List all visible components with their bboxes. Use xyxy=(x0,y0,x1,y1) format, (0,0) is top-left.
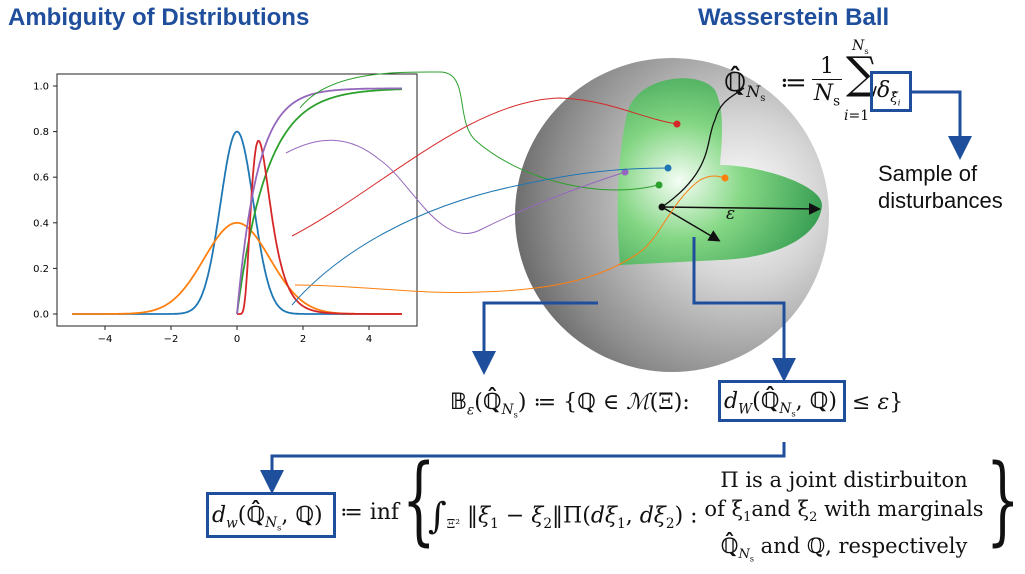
mapping-curves xyxy=(285,71,726,306)
delta-term: δξ̂i xyxy=(877,78,901,109)
ball-tail: ≤ ε} xyxy=(852,390,904,415)
arrow-sphere-to-dw xyxy=(692,237,796,382)
x-tick-label: 2 xyxy=(300,334,306,345)
arrow-delta-to-sample xyxy=(912,90,972,160)
qhat-connector xyxy=(661,87,745,208)
distributions-chart: −4 −2 0 2 4 0.0 0.2 0.4 0.6 0.8 1.0 xyxy=(33,73,418,346)
curve-purple xyxy=(285,139,626,234)
chart-lines xyxy=(72,87,402,315)
title-wasserstein-ball: Wasserstein Ball xyxy=(698,4,890,31)
series-line-4 xyxy=(236,87,402,315)
x-tick-label: −2 xyxy=(164,334,179,345)
x-tick-label: 0 xyxy=(234,334,240,345)
distance-def-body: ≔ inf xyxy=(340,500,400,525)
arrow-dw-to-def xyxy=(260,442,786,494)
distance-box: dW(ℚ̂Ns, ℚ) xyxy=(718,380,846,422)
delta-box: δξ̂i xyxy=(870,71,912,112)
curve-red xyxy=(291,97,678,237)
constraint-text: Π is a joint distirbuiton of ξ1and ξ2 wi… xyxy=(704,468,984,564)
qhat-symbol: ℚ̂Ns xyxy=(724,68,766,105)
curve-orange xyxy=(294,175,726,294)
y-tick-label: 0.2 xyxy=(33,264,49,275)
title-ambiguity: Ambiguity of Distributions xyxy=(8,4,310,31)
epsilon-radius-arrow xyxy=(661,202,821,215)
sample-label: Sample of disturbances xyxy=(878,161,1003,213)
integral-expr: ∫Ξ² ‖ξ1 − ξ2‖Π(dξ1, dξ2) : xyxy=(428,496,698,537)
wasserstein-sphere xyxy=(515,58,829,372)
x-tick-label: −4 xyxy=(98,334,113,345)
right-brace: } xyxy=(986,444,1020,556)
y-tick-label: 0.6 xyxy=(33,173,49,184)
y-tick-label: 0.0 xyxy=(33,310,49,321)
series-line-3 xyxy=(237,139,402,315)
y-tick-label: 0.4 xyxy=(33,218,49,229)
chart-ticks: −4 −2 0 2 4 0.0 0.2 0.4 0.6 0.8 1.0 xyxy=(33,82,372,346)
assign-symbol: ≔ xyxy=(780,68,807,98)
arrow-sphere-to-ball xyxy=(472,301,598,375)
left-brace: { xyxy=(402,444,436,556)
sum-lower: i=1 xyxy=(844,108,870,124)
green-cutaway xyxy=(617,78,822,265)
curve-green xyxy=(299,71,659,191)
flow-arrows xyxy=(260,90,972,494)
fraction: 1 Ns xyxy=(812,54,842,110)
epsilon-label: ε xyxy=(726,204,736,224)
ball-definition-formula: 𝔹ε(ℚ̂Ns) ≔ {ℚ ∈ ℳ(Ξ): xyxy=(450,390,690,421)
y-tick-label: 0.8 xyxy=(33,127,49,138)
series-line-2 xyxy=(236,88,402,315)
sum-upper: Ns xyxy=(852,38,869,57)
distance-term: dW(ℚ̂Ns, ℚ) xyxy=(724,389,837,420)
distance-def-term: dw(ℚ̂Ns, ℚ) xyxy=(212,503,323,534)
sample-point-green xyxy=(655,181,663,189)
x-tick-label: 4 xyxy=(366,334,372,345)
curve-blue xyxy=(291,167,669,306)
chart-frame xyxy=(56,73,418,327)
distance-def-box: dw(ℚ̂Ns, ℚ) xyxy=(206,492,336,538)
y-tick-label: 1.0 xyxy=(33,82,49,93)
